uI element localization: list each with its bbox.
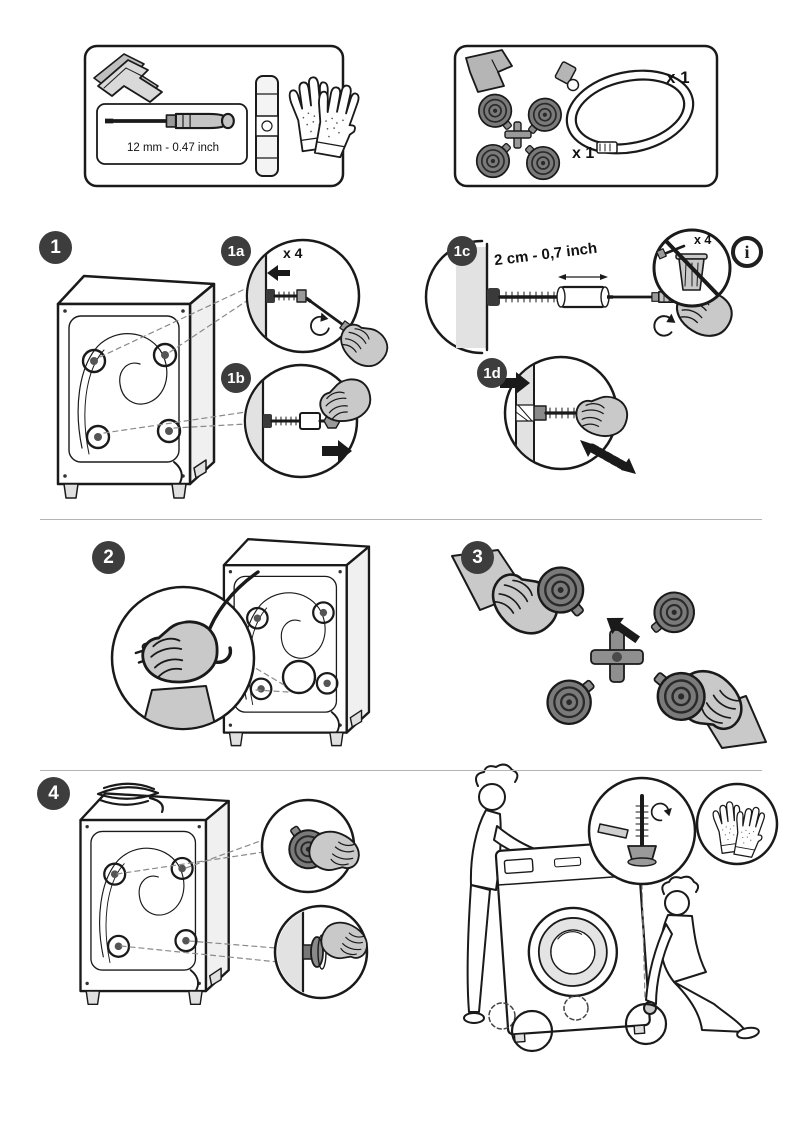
- substep-1b-badge: 1b: [221, 363, 251, 393]
- substep-1c-badge: 1c: [447, 236, 477, 266]
- parts-box: [453, 44, 719, 188]
- step2-illustration: [110, 537, 371, 747]
- hose-qty-label: x 1: [666, 68, 690, 87]
- transport-cap-icon: [537, 665, 607, 734]
- step3-badge: 3: [461, 541, 494, 574]
- tools-box: [83, 44, 364, 188]
- info-icon: i: [731, 236, 763, 268]
- callout-lines-step4: [116, 839, 279, 963]
- section-divider-1: [40, 519, 762, 520]
- screwdriver-size-group: [96, 103, 248, 165]
- substep-1d-badge: 1d: [477, 358, 507, 388]
- packing-tape-icon: [465, 49, 513, 93]
- discard-warning: [652, 228, 732, 308]
- caps-qty-label: x 1: [572, 145, 595, 162]
- unscrew-direction-arrow: [267, 265, 290, 281]
- hidden-foot-circle: [488, 1002, 516, 1030]
- callout-line-foot: [641, 883, 646, 1001]
- detail-circle-cap-fitted: [273, 904, 374, 1000]
- step3-illustration: [451, 549, 767, 749]
- step2-badge: 2: [92, 541, 125, 574]
- step4-positioning-illustration: [463, 763, 779, 1053]
- detail-circle-1d: [500, 355, 636, 474]
- rotate-arrow-icon: [649, 307, 682, 341]
- pull-out-arrow: [322, 440, 352, 462]
- detail-circle-1b: [243, 363, 377, 479]
- step1-badge: 1: [39, 231, 72, 264]
- callout-lines-step1: [99, 287, 249, 434]
- detail-circle-gloves: [695, 782, 779, 866]
- foot-highlight-circle: [624, 1002, 668, 1046]
- detail-circle-foot-adjust: [587, 776, 697, 886]
- prohibition-slash: [665, 240, 719, 296]
- foot-highlight-circle: [510, 1009, 554, 1053]
- callout-lines-step2: [251, 665, 289, 693]
- section-divider-2: [40, 770, 762, 771]
- washer-rear-view-step4: [79, 792, 230, 1006]
- detach-arrow: [606, 617, 641, 644]
- screwdriver-size-label: 12 mm - 0.47 inch: [126, 142, 220, 154]
- detail-circle-cap-hold: [260, 798, 365, 894]
- coiled-cord-icon: [96, 782, 164, 814]
- discard-qty-label: x 4: [694, 233, 712, 247]
- installer-right-illustration: [643, 875, 760, 1040]
- shake-arrow: [587, 443, 629, 471]
- wrench-icon: [93, 53, 163, 103]
- step4-caps-illustration: [79, 782, 374, 1006]
- detail-circle-1a: [245, 238, 396, 376]
- caps-cross-frame: [590, 629, 644, 683]
- washer-rear-view-step1: [56, 274, 216, 500]
- hidden-foot-circle: [563, 995, 589, 1021]
- caps-cross-icon: [469, 87, 569, 187]
- transport-cap-icon: [639, 583, 704, 646]
- wrench-icon: [597, 823, 629, 839]
- substep-1a-qty-label: x 4: [283, 245, 303, 261]
- step1-illustration: [56, 228, 740, 500]
- installer-left-illustration: [463, 763, 553, 1024]
- spirit-level-icon: [255, 75, 279, 177]
- arm-illustration: [141, 685, 217, 728]
- insert-direction-arrow: [500, 372, 530, 394]
- substep-1a-badge: 1a: [221, 236, 251, 266]
- washer-front-illustration: [494, 840, 651, 1043]
- step4-badge: 4: [37, 777, 70, 810]
- inlet-hose-icon: [554, 61, 695, 155]
- cord-hook-highlight: [281, 659, 317, 695]
